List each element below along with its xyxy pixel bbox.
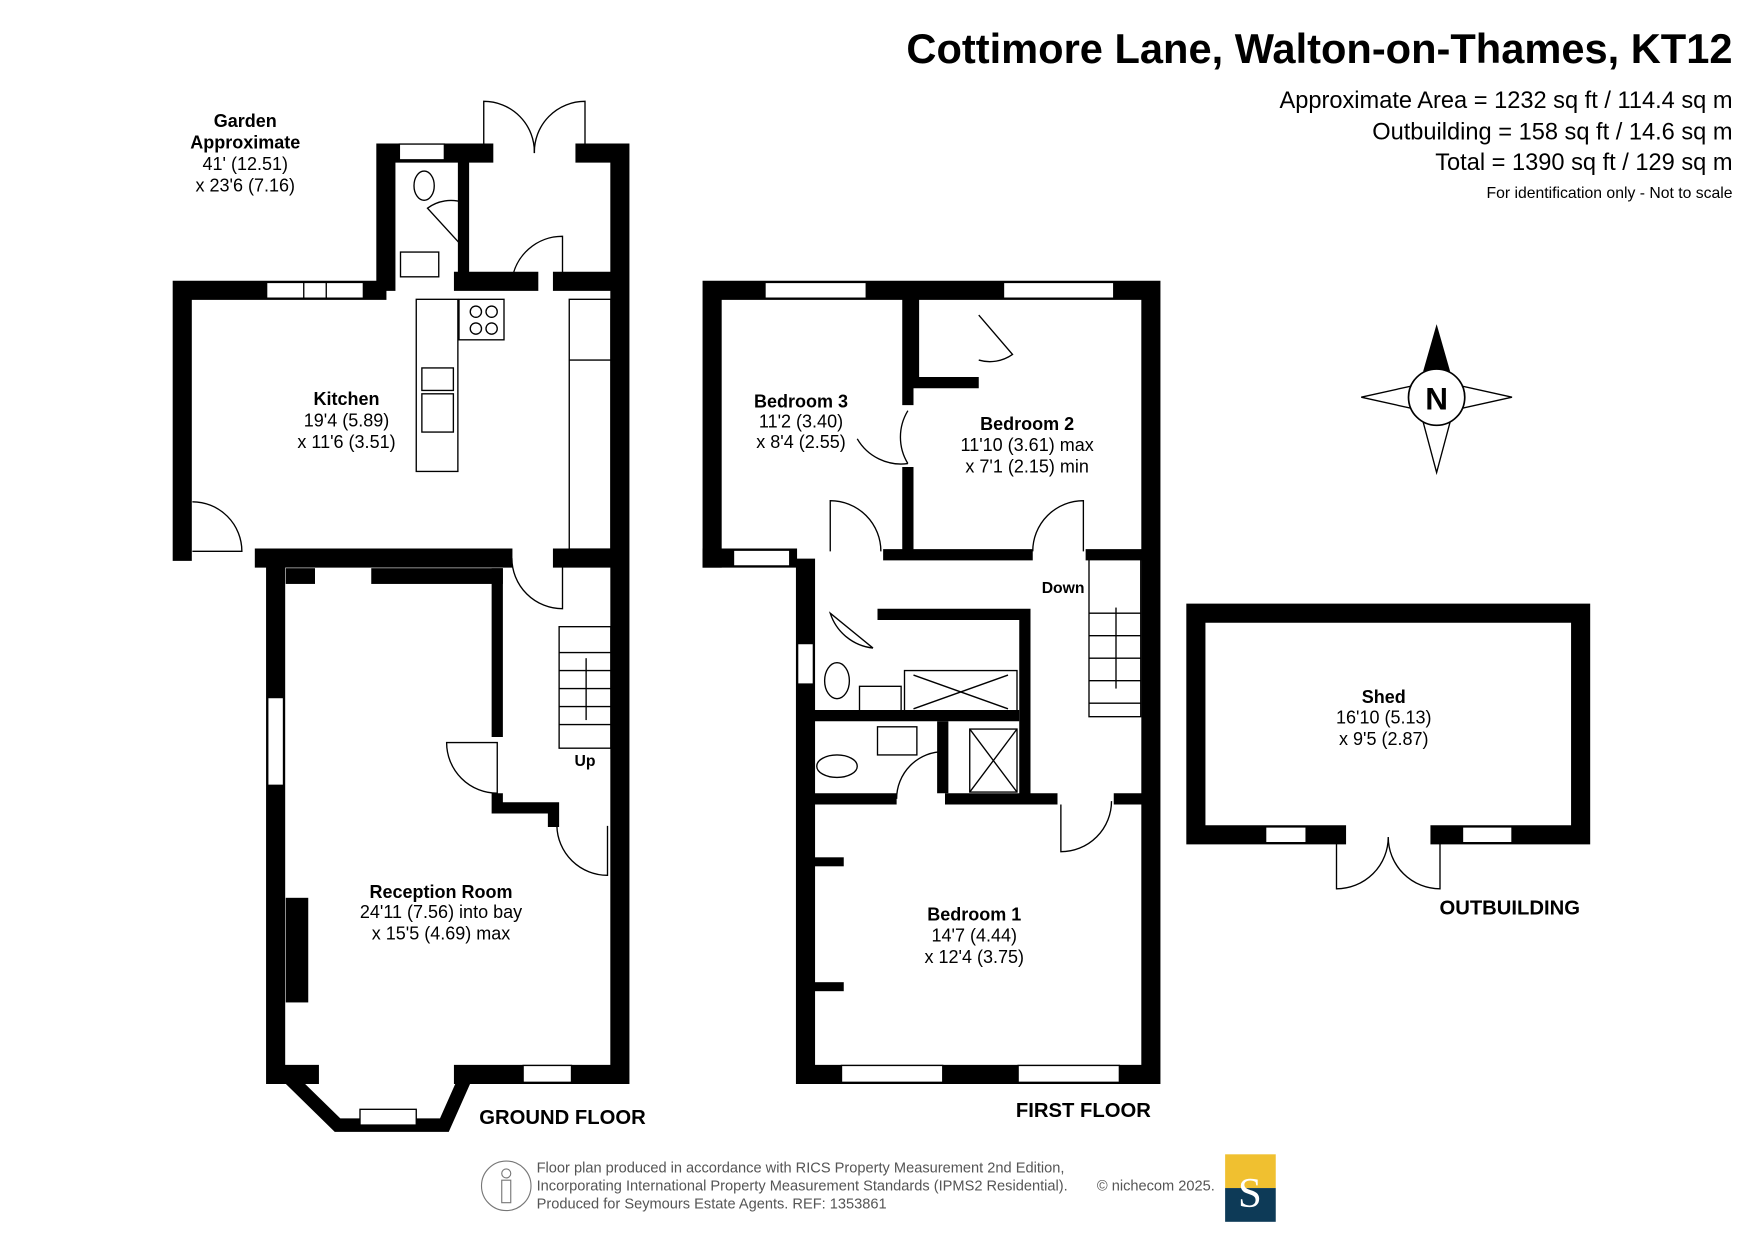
outbuilding-area: Outbuilding = 158 sq ft / 14.6 sq m [1372,120,1732,146]
svg-text:11'2 (3.40): 11'2 (3.40) [759,412,843,432]
ground-floor-windows [265,143,573,1126]
person-scale-icon [480,1160,532,1212]
svg-text:x 23'6 (7.16): x 23'6 (7.16) [196,175,295,195]
svg-text:x 7'1 (2.15) min: x 7'1 (2.15) min [965,457,1088,477]
page-title: Cottimore Lane, Walton-on-Thames, KT12 [906,25,1732,72]
svg-text:41' (12.51): 41' (12.51) [203,154,289,174]
svg-text:x 12'4 (3.75): x 12'4 (3.75) [925,947,1025,967]
svg-text:Reception Room: Reception Room [369,882,512,902]
stairs-down-label: Down [1042,580,1085,597]
footer-line-2: Incorporating International Property Mea… [537,1178,1068,1194]
compass-north-label: N [1425,381,1448,417]
svg-text:16'10 (5.13): 16'10 (5.13) [1336,707,1432,727]
svg-text:Bedroom 2: Bedroom 2 [980,414,1074,434]
svg-text:11'10 (3.61) max: 11'10 (3.61) max [961,435,1094,455]
bedroom-1-label: Bedroom 1 14'7 (4.44) x 12'4 (3.75) [925,904,1025,967]
first-floor-label: FIRST FLOOR [1016,1100,1151,1122]
kitchen-fixtures [399,170,612,550]
footer-line-3: Produced for Seymours Estate Agents. REF… [537,1196,887,1212]
svg-text:19'4 (5.89): 19'4 (5.89) [304,410,390,430]
svg-text:x 11'6 (3.51): x 11'6 (3.51) [297,432,395,452]
first-floor-stairs [1088,558,1142,718]
ground-floor-walls [172,143,630,1132]
ground-floor-stairs [558,626,612,749]
reception-room-label: Reception Room 24'11 (7.56) into bay x 1… [360,882,522,944]
svg-text:Approximate: Approximate [190,133,300,153]
ground-floor-label: GROUND FLOOR [479,1107,646,1129]
svg-text:Kitchen: Kitchen [313,389,379,409]
bathroom-fixtures [816,662,1018,793]
garden-label: Garden Approximate 41' (12.51) x 23'6 (7… [190,111,300,195]
compass-icon: N [1361,324,1513,476]
svg-text:S: S [1238,1170,1262,1217]
svg-text:14'7 (4.44): 14'7 (4.44) [932,926,1018,946]
approximate-area: Approximate Area = 1232 sq ft / 114.4 sq… [1280,88,1733,114]
svg-text:Shed: Shed [1362,687,1406,707]
svg-text:x 15'5 (4.69) max: x 15'5 (4.69) max [372,923,511,943]
first-floor-windows [732,281,1121,1083]
first-floor-doors [828,314,1113,853]
disclaimer: For identification only - Not to scale [1487,185,1733,202]
copyright: © nichecom 2025. [1097,1178,1215,1194]
outbuilding-label: OUTBUILDING [1439,898,1580,920]
svg-text:Bedroom 1: Bedroom 1 [927,904,1021,924]
svg-text:Garden: Garden [214,111,277,131]
ground-floor-doors [192,100,609,876]
svg-text:24'11 (7.56) into bay: 24'11 (7.56) into bay [360,902,522,922]
total-area: Total = 1390 sq ft / 129 sq m [1435,150,1732,176]
svg-text:x 8'4 (2.55): x 8'4 (2.55) [756,432,845,452]
shed-label: Shed 16'10 (5.13) x 9'5 (2.87) [1336,687,1432,749]
stairs-up-label: Up [575,753,596,770]
first-floor-walls [702,280,1161,1084]
svg-text:Bedroom 3: Bedroom 3 [754,391,848,411]
footer-line-1: Floor plan produced in accordance with R… [537,1160,1065,1176]
footer: Floor plan produced in accordance with R… [480,1154,1276,1222]
seymours-logo: S [1225,1154,1276,1222]
kitchen-label: Kitchen 19'4 (5.89) x 11'6 (3.51) [297,389,395,452]
bedroom-3-label: Bedroom 3 11'2 (3.40) x 8'4 (2.55) [754,391,848,452]
outbuilding-walls [1186,603,1591,890]
bedroom-2-label: Bedroom 2 11'10 (3.61) max x 7'1 (2.15) … [961,414,1094,477]
svg-text:x 9'5 (2.87): x 9'5 (2.87) [1339,729,1428,749]
